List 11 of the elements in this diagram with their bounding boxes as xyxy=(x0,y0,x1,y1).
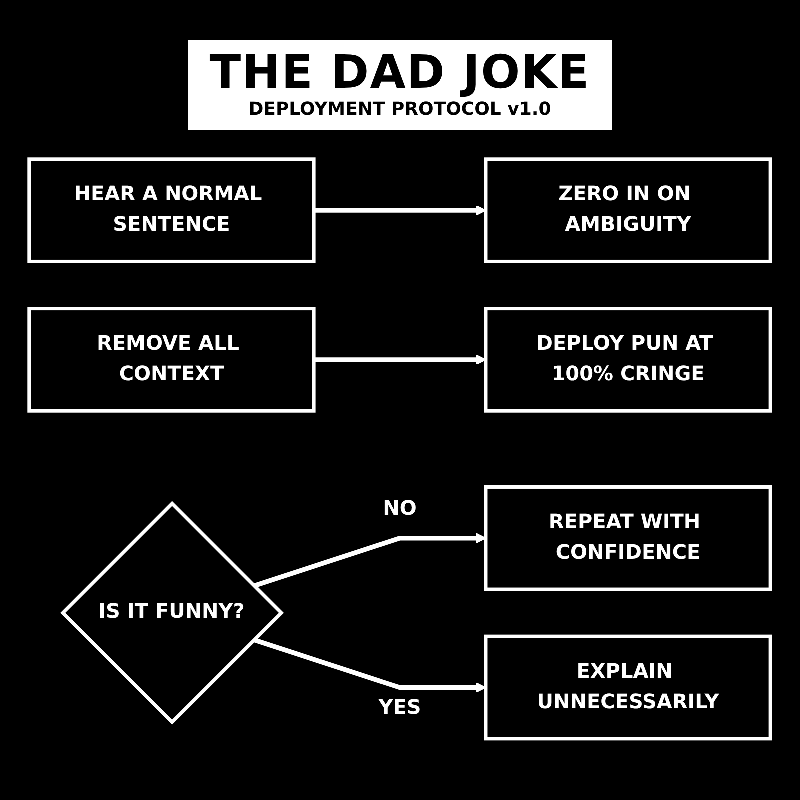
process-box: DEPLOY PUN AT 100% CRINGE xyxy=(484,307,772,413)
process-box: HEAR A NORMAL SENTENCE xyxy=(28,158,316,264)
process-box: REPEAT WITH CONFIDENCE xyxy=(484,485,772,592)
edge-label: YES xyxy=(378,698,422,721)
process-box: ZERO IN ON AMBIGUITY xyxy=(484,158,772,264)
edge-label: NO xyxy=(383,498,417,522)
subtitle: DEPLOYMENT PROTOCOL v1.0 xyxy=(248,98,552,122)
process-box: REMOVE ALL CONTEXT xyxy=(28,307,316,413)
title: THE DAD JOKE xyxy=(210,46,590,98)
decision-diamond: IS IT FUNNY? xyxy=(60,501,284,725)
process-box: EXPLAIN UNNECESSARILY xyxy=(484,634,772,741)
